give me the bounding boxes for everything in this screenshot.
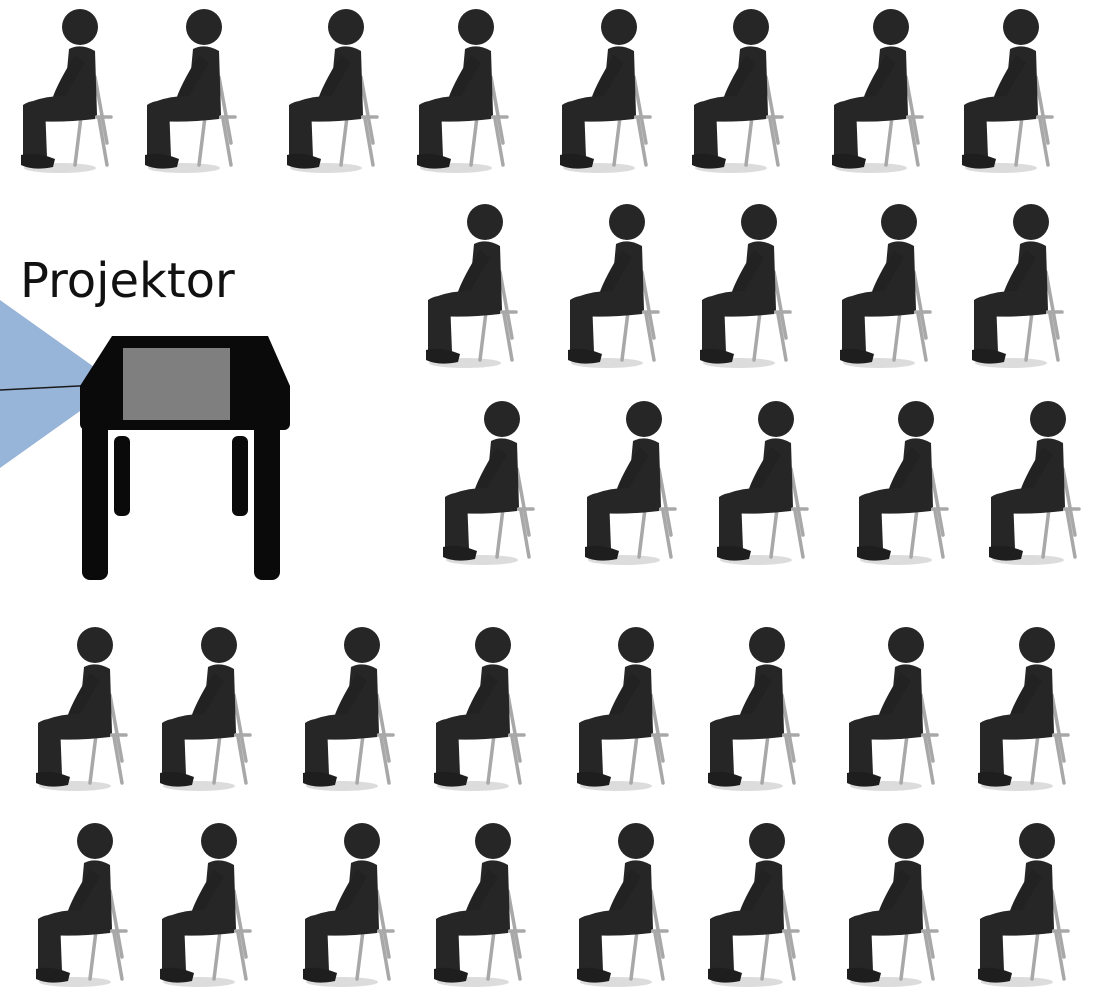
seated-person-icon	[160, 823, 250, 987]
seated-person-icon	[568, 204, 658, 368]
seated-person-icon	[700, 204, 790, 368]
seated-person-icon	[989, 401, 1079, 565]
seated-person-icon	[692, 9, 782, 173]
table-leg-left	[82, 420, 108, 580]
seated-person-icon	[972, 204, 1062, 368]
seated-person-icon	[708, 627, 798, 791]
seated-person-icon	[160, 627, 250, 791]
seated-person-icon	[434, 627, 524, 791]
seated-person-icon	[962, 9, 1052, 173]
seated-person-icon	[832, 9, 922, 173]
projector-label: Projektor	[20, 250, 270, 312]
seated-person-icon	[434, 823, 524, 987]
seated-person-icon	[978, 627, 1068, 791]
projector-screen	[123, 348, 230, 420]
seated-person-icon	[708, 823, 798, 987]
seated-person-icon	[36, 823, 126, 987]
seated-person-icon	[978, 823, 1068, 987]
seated-person-icon	[847, 627, 937, 791]
audience	[21, 9, 1079, 987]
table-leg-right	[254, 420, 280, 580]
seated-person-icon	[426, 204, 516, 368]
seated-person-icon	[560, 9, 650, 173]
seated-person-icon	[847, 823, 937, 987]
table-leg-back-right	[232, 436, 248, 516]
seated-person-icon	[585, 401, 675, 565]
seated-person-icon	[857, 401, 947, 565]
seated-person-icon	[417, 9, 507, 173]
seated-person-icon	[577, 823, 667, 987]
projector-table-icon	[80, 336, 290, 580]
seated-person-icon	[443, 401, 533, 565]
seated-person-icon	[303, 627, 393, 791]
seated-person-icon	[21, 9, 111, 173]
seated-person-icon	[145, 9, 235, 173]
seated-person-icon	[287, 9, 377, 173]
seated-person-icon	[840, 204, 930, 368]
table-leg-back-left	[114, 436, 130, 516]
seated-person-icon	[717, 401, 807, 565]
seated-person-icon	[577, 627, 667, 791]
seated-person-icon	[36, 627, 126, 791]
seated-person-icon	[303, 823, 393, 987]
